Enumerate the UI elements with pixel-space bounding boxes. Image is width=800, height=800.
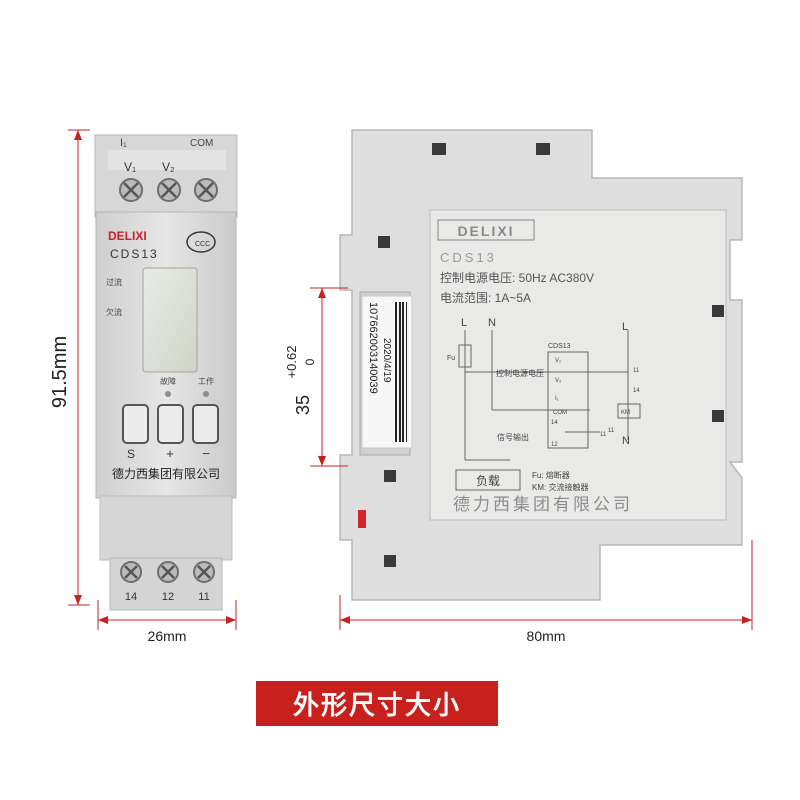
dim-rail-tol-upper: +0.62 [284,346,299,379]
lcd-screen [142,267,198,373]
front-brand: DELIXI [108,229,147,243]
diag-right-14: 14 [633,388,640,394]
fault-led [165,391,171,397]
diag-load: 负载 [476,474,500,488]
side-brand: DELIXI [457,223,514,239]
button-minus[interactable] [192,404,219,444]
label-overcurrent: 过流 [106,277,122,287]
label-s: S [127,447,135,461]
side-company: 德力西集团有限公司 [453,495,633,514]
diag-v2: V₂ [555,378,562,384]
dimension-lines [68,129,753,630]
side-label-plate [429,209,727,521]
caption-banner: 外形尺寸大小 [256,681,498,726]
label-fault: 故障 [160,376,176,386]
diag-14: 14 [551,420,558,426]
spec-voltage: 控制电源电压: 50Hz AC380V [440,271,594,285]
label-v1: V₁ [124,160,136,174]
button-plus[interactable] [157,404,184,444]
dim-rail-tol-lower: 0 [303,358,317,365]
dim-width-front: 26mm [148,628,187,644]
diag-model: CDS13 [548,343,571,350]
spec-current: 电流范围: 1A~5A [440,291,531,305]
label-minus: − [202,446,210,461]
diag-12: 12 [551,442,558,448]
diag-right-L: L [622,321,628,333]
bottom-screws [120,561,215,583]
button-s[interactable] [122,404,149,444]
dimension-arrows [74,130,752,624]
label-v2: V₂ [162,160,175,174]
sticker-serial: 10766200314003​9 [367,302,379,394]
diag-v1: V₁ [555,358,561,364]
front-model: CDS13 [110,247,159,261]
wiring-diagram [455,330,641,491]
side-device: 10766200314003​9 2020/4/19 DELIXI CDS13 … [339,129,743,601]
ccc-mark-icon [186,231,216,253]
diag-right-11b: 11 [608,428,615,434]
terminal-11: 11 [198,591,209,603]
dim-rail: 35 [293,395,313,415]
label-phase-loss: 欠流 [106,307,122,317]
top-screws [119,178,218,202]
label-plus: + [166,446,174,461]
diag-legend-km: KM: 交流接触器 [532,482,588,492]
sticker-date: 2020/4/19 [381,338,392,383]
diag-com: COM [553,410,567,416]
front-company: 德力西集团有限公司 [112,466,220,481]
dim-height: 91.5mm [49,336,71,408]
cert-text: CCC [195,241,210,248]
diag-right-N: N [622,435,630,447]
barcode-icon [395,302,407,442]
diag-L: L [461,317,467,329]
label-com: COM [190,138,213,149]
diag-right-11: 11 [633,368,640,374]
work-led [203,391,209,397]
side-model: CDS13 [440,250,497,265]
diag-N: N [488,317,496,329]
diag-signal-output: 信号输出 [497,432,529,442]
diag-control-voltage: 控制电源电压 [496,368,544,378]
front-device: I₁ COM V₁ V₂ DELIXI CDS13 CCC 过流 欠流 故障 工… [94,134,238,611]
diag-11: 11 [600,432,607,438]
terminal-14: 14 [125,591,137,603]
diag-legend-fu: Fu: 熔断器 [532,470,570,480]
terminal-12: 12 [162,591,174,603]
diag-i1: I₁ [555,396,559,402]
diag-Fu: Fu [447,355,455,362]
diag-km: KM [621,410,630,416]
dim-width-side: 80mm [527,628,566,644]
label-work: 工作 [198,376,214,386]
label-i1: I₁ [120,137,127,149]
